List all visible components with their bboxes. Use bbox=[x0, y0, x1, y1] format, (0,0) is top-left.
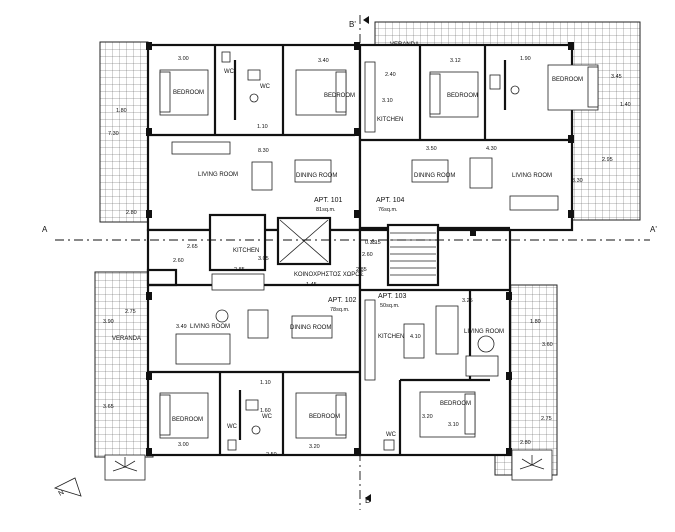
wc-br-label: WC bbox=[386, 432, 397, 438]
apt-101-area: 81sq.m. bbox=[316, 207, 336, 213]
dining-tl-label: DINING ROOM bbox=[296, 173, 337, 179]
dim-label: 3.49 bbox=[176, 324, 187, 330]
dim-label: 3.00 bbox=[178, 442, 189, 448]
dim-label: 3.10 bbox=[382, 98, 393, 104]
wc-tl-label: WC bbox=[224, 69, 235, 75]
wc-bl-label: WC bbox=[227, 424, 238, 430]
living-br-label: LIVING ROOM bbox=[464, 329, 504, 335]
bedroom-bl1-label: BEDROOM bbox=[172, 417, 203, 423]
wc-bl2-label: WC bbox=[262, 414, 273, 420]
dim-label: 2.75 bbox=[125, 309, 136, 315]
dim-label: 1.40 bbox=[620, 102, 631, 108]
veranda-bottom-left: VERANDA bbox=[94, 271, 154, 458]
dim-label: 7.30 bbox=[108, 131, 119, 137]
section-marker-a-right: A' bbox=[650, 225, 657, 234]
living-bl-label: LIVING ROOM bbox=[190, 324, 230, 330]
bedroom-tr2-label: BEDROOM bbox=[552, 77, 583, 83]
dimension-labels: 3.00 3.40 1.80 7.30 2.80 1.10 8.30 3.50 … bbox=[103, 56, 631, 458]
veranda-top-left bbox=[99, 41, 149, 223]
dim-label: 1.10 bbox=[257, 124, 268, 130]
apt-103-name: APT. 103 bbox=[378, 293, 407, 300]
dim-label: 3.40 bbox=[318, 58, 329, 64]
common-area-label: ΚΟΙΝΟΧΡΗΣΤΟΣ ΧΩΡΟΣ bbox=[294, 272, 364, 278]
section-marker-b-top: B' bbox=[349, 20, 356, 29]
dim-label: 2.40 bbox=[385, 72, 396, 78]
apt-101-name: APT. 101 bbox=[314, 197, 343, 204]
bedroom-bl2-label: BEDROOM bbox=[309, 414, 340, 420]
dim-label: 3.20 bbox=[309, 444, 320, 450]
structural-columns bbox=[146, 42, 574, 456]
dim-label: 3.05 bbox=[258, 256, 269, 262]
dim-label: 2.85 bbox=[356, 267, 367, 273]
section-marker-b-bottom: B bbox=[365, 496, 370, 505]
apt-103-area: 50sq.m. bbox=[380, 303, 400, 309]
dim-label: 2.65 bbox=[187, 244, 198, 250]
dim-label: 3.12 bbox=[450, 58, 461, 64]
living-tl-label: LIVING ROOM bbox=[198, 172, 238, 178]
dim-label: 2.85 bbox=[234, 267, 245, 273]
dim-label: 2.50 bbox=[266, 452, 277, 458]
bedroom-tl1-label: BEDROOM bbox=[173, 90, 204, 96]
dim-label: 3.20 bbox=[422, 414, 433, 420]
dim-label: 1.45 bbox=[306, 282, 317, 288]
apt-102-area: 78sq.m. bbox=[330, 307, 350, 313]
dim-label: 3.65 bbox=[103, 404, 114, 410]
partition-walls bbox=[148, 45, 572, 455]
dim-label: 3.30 bbox=[572, 178, 583, 184]
dim-label: 2.60 bbox=[173, 258, 184, 264]
kitchen-left-label: KITCHEN bbox=[233, 248, 259, 254]
dim-label: 2.95 bbox=[602, 157, 613, 163]
furniture: N bbox=[53, 51, 599, 498]
dim-label: 1.10 bbox=[260, 380, 271, 386]
dim-label: 2.60 bbox=[362, 252, 373, 258]
dim-label: 4.10 bbox=[410, 334, 421, 340]
dim-label: 4.30 bbox=[486, 146, 497, 152]
dim-label: 3.15 bbox=[370, 240, 381, 246]
dim-label: 8.30 bbox=[258, 148, 269, 154]
apt-102-name: APT. 102 bbox=[328, 297, 357, 304]
dim-label: 2.75 bbox=[541, 416, 552, 422]
dining-bl-label: DINING ROOM bbox=[290, 325, 331, 331]
room-labels: BEDROOM BEDROOM BEDROOM BEDROOM BEDROOM … bbox=[172, 69, 583, 438]
dim-label: 1.80 bbox=[530, 319, 541, 325]
apt-104-name: APT. 104 bbox=[376, 197, 405, 204]
dim-label: 1.60 bbox=[260, 408, 271, 414]
apt-104-area: 76sq.m. bbox=[378, 207, 398, 213]
dim-label: 0.75 bbox=[365, 240, 376, 246]
dim-label: 2.80 bbox=[126, 210, 137, 216]
dim-label: 3.50 bbox=[426, 146, 437, 152]
wc-tl2-label: WC bbox=[260, 84, 271, 90]
section-marker-a-left: A bbox=[42, 225, 48, 234]
kitchen-tc-label: KITCHEN bbox=[377, 117, 403, 123]
bedroom-br-label: BEDROOM bbox=[440, 401, 471, 407]
dim-label: 3.00 bbox=[178, 56, 189, 62]
dim-label: 3.25 bbox=[462, 298, 473, 304]
veranda-left-label: VERANDA bbox=[112, 336, 141, 342]
apartment-labels: APT. 101 81sq.m. APT. 104 76sq.m. APT. 1… bbox=[314, 197, 407, 313]
living-tr-label: LIVING ROOM bbox=[512, 173, 552, 179]
svg-text:N: N bbox=[58, 489, 66, 498]
bedroom-tr1-label: BEDROOM bbox=[447, 93, 478, 99]
dining-tr-label: DINING ROOM bbox=[414, 173, 455, 179]
dim-label: 3.10 bbox=[448, 422, 459, 428]
dim-label: 1.80 bbox=[116, 108, 127, 114]
kitchen-br-label: KITCHEN bbox=[378, 334, 404, 340]
section-lines: A A' B' B bbox=[42, 15, 657, 510]
dim-label: 1.90 bbox=[520, 56, 531, 62]
dim-label: 2.80 bbox=[520, 440, 531, 446]
dim-label: 3.45 bbox=[611, 74, 622, 80]
dim-label: 3.90 bbox=[103, 319, 114, 325]
bedroom-tl2-label: BEDROOM bbox=[324, 93, 355, 99]
dim-label: 3.60 bbox=[542, 342, 553, 348]
